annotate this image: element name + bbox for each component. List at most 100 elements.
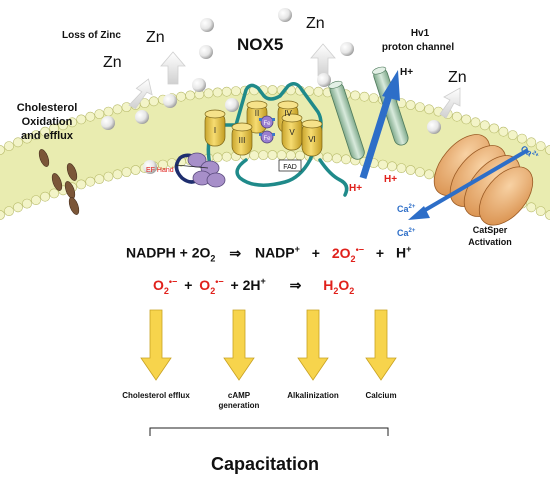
lipid-head <box>405 100 416 110</box>
lipid-head <box>295 150 305 161</box>
outcome-camp: cAMP generation <box>218 391 260 410</box>
lipid-head <box>94 109 105 119</box>
lipid-head <box>221 151 232 162</box>
zinc-ball <box>225 98 239 112</box>
equation-1: NADPH + 2O2 ⇒ NADP+ + 2O2•− + H+ <box>126 244 412 264</box>
lipid-head <box>368 93 379 103</box>
lipid-head <box>13 202 23 213</box>
zn-label: Zn <box>103 54 122 71</box>
helix-iii <box>231 122 253 156</box>
zinc-ball <box>135 110 149 124</box>
fe-heme <box>260 130 274 144</box>
lipid-heads-outer <box>0 85 550 155</box>
fad-label: FAD <box>283 164 297 171</box>
zinc-arrow-2 <box>160 51 186 85</box>
arrow-camp <box>223 309 255 381</box>
lipid-head <box>359 91 370 102</box>
lipid-head <box>85 111 96 122</box>
lipid-head <box>405 165 416 175</box>
lipid-head <box>461 114 472 125</box>
lipid-head <box>22 198 32 209</box>
catsper-subunit <box>478 166 534 226</box>
ef-hand-domain <box>187 152 226 188</box>
h-plus-label: H+ <box>384 174 397 185</box>
lipid-head <box>489 123 499 134</box>
cholesterol-oval <box>68 197 80 215</box>
lipid-head <box>322 152 333 163</box>
lipid-head <box>49 188 59 199</box>
h-plus-label: H+ <box>349 183 362 194</box>
equation-2: O2•− + O2•− + 2H+ ⇒ H2O2 <box>153 276 355 296</box>
calcium-arrow <box>408 148 530 220</box>
helix-label-ii: II <box>255 109 259 118</box>
heme-iron: Fe Fe <box>259 115 275 144</box>
zinc-ball <box>340 42 354 56</box>
lipid-head <box>470 117 481 128</box>
capacitation-label: Capacitation <box>211 454 319 474</box>
lipid-head <box>414 102 425 112</box>
zinc-ions <box>101 8 441 174</box>
eq1-nadp: NADP <box>254 244 295 261</box>
lipid-head <box>4 206 14 216</box>
lipid-head <box>526 202 537 213</box>
lipid-head <box>0 210 5 220</box>
eq1-superoxide: 2O2•− <box>331 244 364 264</box>
svg-text:Fe: Fe <box>263 136 271 142</box>
fad-box <box>278 159 302 172</box>
zinc-arrow-4 <box>439 87 461 119</box>
helix-labels: I II III IV V VI <box>214 109 316 145</box>
lipid-head <box>76 114 87 125</box>
lipid-head <box>31 130 41 140</box>
lipid-head <box>396 163 407 173</box>
arrow-cholesterol-efflux <box>140 309 172 381</box>
lipid-head <box>0 145 5 155</box>
loss-of-zinc-label: Loss of Zinc <box>62 30 121 41</box>
ca-label: Ca2+ <box>397 228 416 238</box>
eq2-h2o2: H2O2 <box>323 276 355 296</box>
lipid-head <box>212 152 223 163</box>
lipid-head <box>498 126 509 137</box>
lipid-head <box>331 153 342 164</box>
helix-label-iv: IV <box>284 109 292 118</box>
cholesterol-label: Oxidation <box>22 116 73 128</box>
helix-label-iii: III <box>239 136 246 145</box>
lipid-head <box>267 85 278 95</box>
cholesterol-molecules <box>38 149 80 215</box>
outcome-calcium: Calcium <box>365 391 397 400</box>
lipid-head <box>49 123 59 134</box>
lipid-head <box>103 171 114 182</box>
lipid-head <box>424 104 434 115</box>
zinc-ball <box>163 94 177 108</box>
lipid-head <box>258 150 269 160</box>
catsper-label: Activation <box>468 237 512 247</box>
ef-hand-pointer <box>175 164 209 169</box>
hv1-label: Hv1 <box>411 28 430 39</box>
zinc-ball <box>427 120 441 134</box>
lipid-head <box>377 159 388 170</box>
lipid-head <box>535 206 546 216</box>
nox5-helices <box>204 100 323 157</box>
lipid-head <box>276 150 287 160</box>
helix-i <box>204 109 226 147</box>
zinc-release-arrows <box>128 43 461 119</box>
eq1-h: H <box>395 244 407 261</box>
zinc-arrow-3 <box>310 43 336 77</box>
lipid-head <box>85 176 96 187</box>
helix-label-i: I <box>214 126 216 135</box>
lipid-head <box>545 210 550 220</box>
lipid-head <box>58 120 68 131</box>
outcome-cholesterol-efflux: Cholesterol efflux <box>122 391 190 400</box>
nox5-chain-tail <box>318 158 349 197</box>
lipid-head <box>13 137 23 148</box>
hv1-channel <box>328 66 409 160</box>
zn-label: Zn <box>306 15 325 32</box>
helix-vi <box>301 119 323 157</box>
lipid-head <box>176 91 186 102</box>
lipid-head <box>22 133 32 144</box>
lipid-head <box>130 165 141 175</box>
lipid-head <box>4 141 14 151</box>
zinc-ball <box>317 73 331 87</box>
nox5-title: NOX5 <box>237 35 283 54</box>
zinc-ball <box>199 45 213 59</box>
